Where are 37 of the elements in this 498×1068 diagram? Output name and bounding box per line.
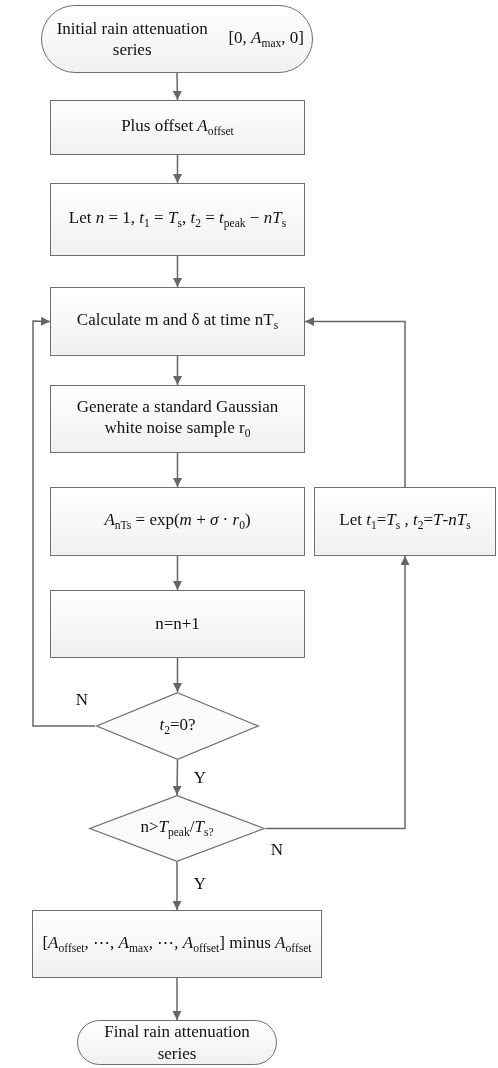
node-text: Let t$_{1}$=T$_{s}$ , t$_{2}$=T-nT$_{s}$	[339, 509, 471, 534]
arrow	[172, 861, 182, 911]
arrow	[172, 977, 182, 1021]
arrow	[173, 154, 182, 184]
node-text: n>T$_{peak}$/T$_{s?}$	[140, 816, 214, 841]
process-box	[50, 100, 305, 155]
node-text: Final rain attenuation series	[103, 1021, 251, 1064]
arrow	[173, 452, 182, 488]
node-text: Generate a standard Gaussian white noise sample r$_{0}$	[75, 395, 280, 443]
process-box	[50, 287, 305, 356]
process-box	[50, 183, 305, 256]
node-text: Calculate m and δ at time nT$_{s}$	[76, 309, 279, 334]
arrow	[265, 555, 410, 830]
node-text: t$_{2}$=0?	[159, 713, 196, 739]
node-text: [A$_{offset}$, ⋯, A$_{max}$, ⋯, A$_{offset}$] minus A$_{offset}$	[42, 931, 312, 957]
process-box	[50, 487, 305, 556]
node-text: Let n = 1, t$_{1}$ = T$_{s}$, t$_{2}$ = t$_{peak}$ − nT$_{s}$	[68, 207, 287, 232]
arrow	[173, 355, 182, 386]
arrow	[172, 72, 182, 101]
node-text: A$_{nTs}$ = exp(m + σ · r$_{0}$)	[104, 509, 251, 534]
process-box	[50, 590, 305, 658]
decision-diamond	[95, 692, 260, 760]
node-text: Initial rain attenuation series	[55, 17, 209, 61]
decision-diamond	[88, 795, 266, 862]
arrow	[32, 316, 96, 727]
terminal-box	[77, 1020, 277, 1065]
arrow	[173, 255, 182, 288]
arrow	[304, 317, 406, 488]
arrow	[173, 657, 182, 693]
process-box	[50, 385, 305, 453]
arrow	[172, 759, 182, 796]
node-text: [0, A$_{max}$, 0]	[228, 26, 304, 52]
node-text: Plus offset A$_{offset}$	[121, 115, 234, 140]
process-box	[314, 487, 496, 556]
node-text: n=n+1	[155, 613, 200, 635]
arrow	[173, 555, 182, 591]
process-box	[32, 910, 322, 978]
